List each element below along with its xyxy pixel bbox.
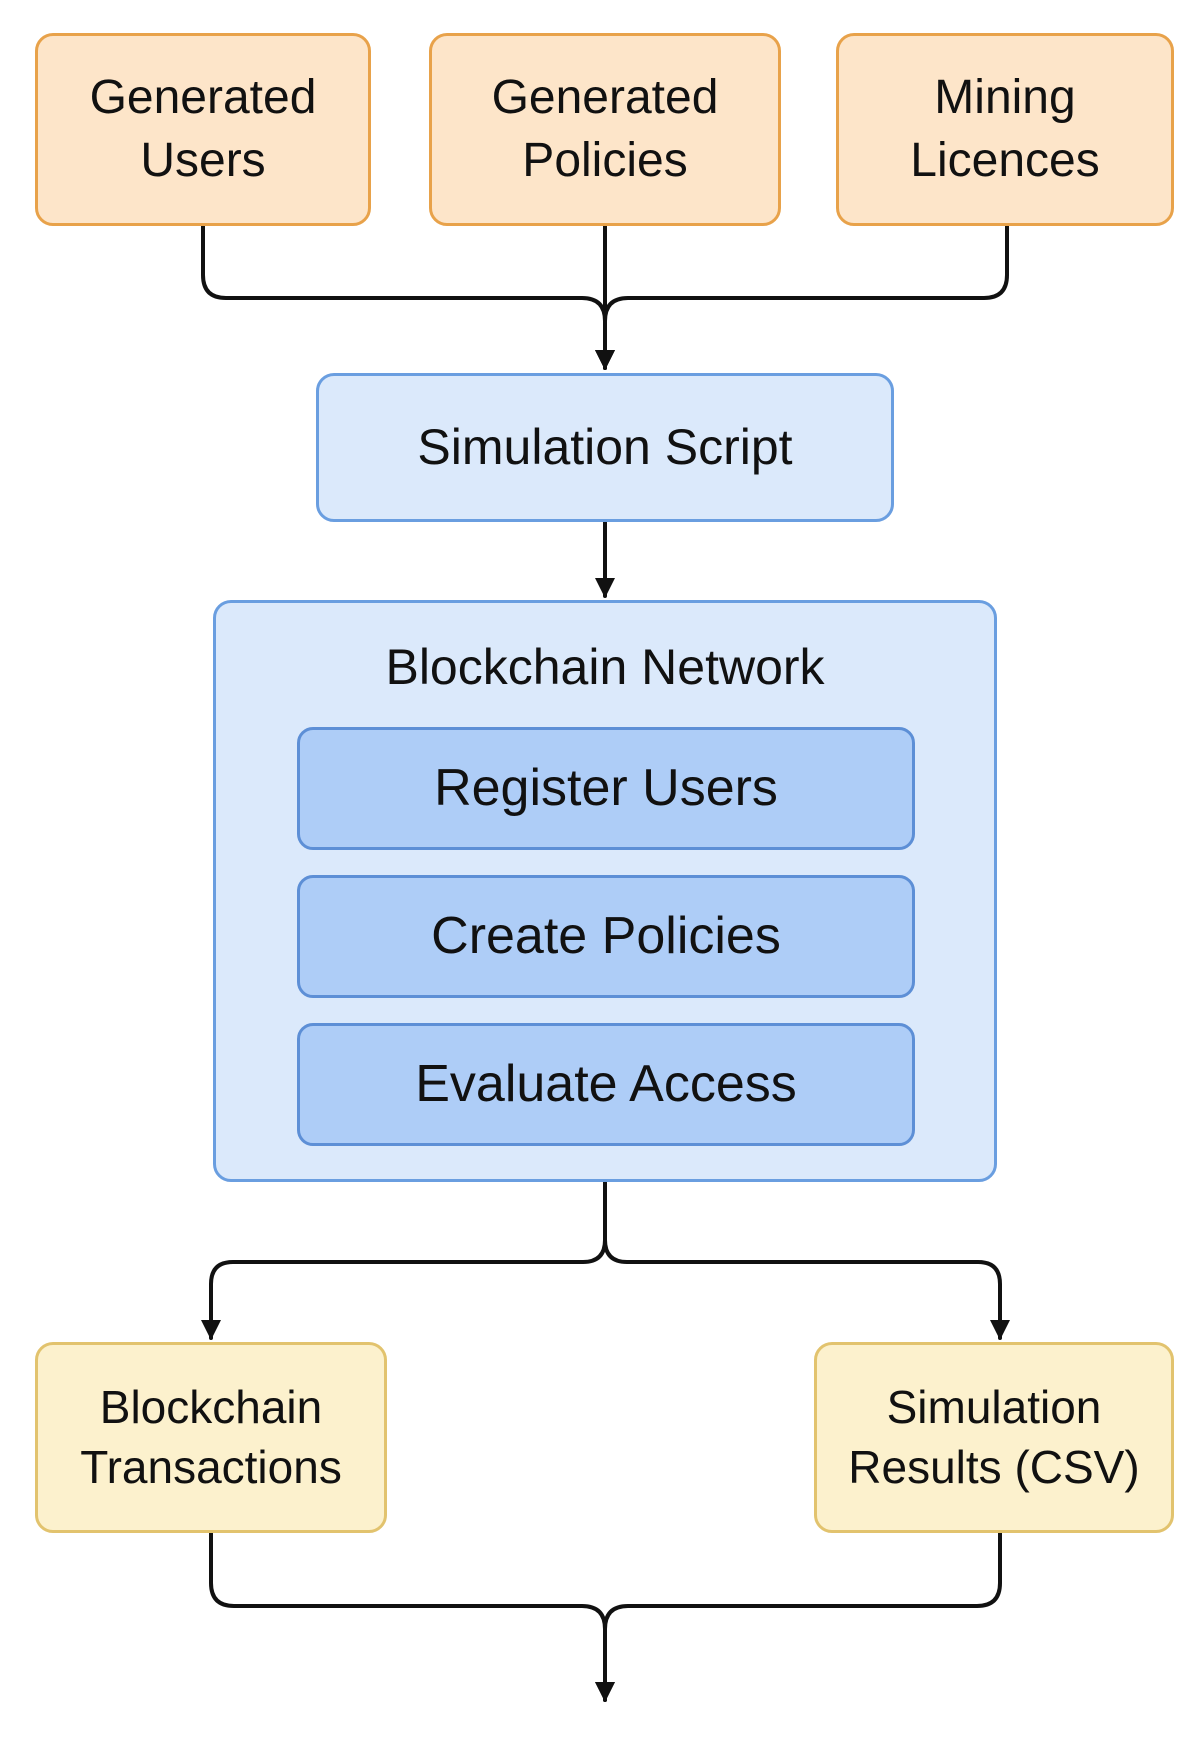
blockchain-transactions-box: Blockchain Transactions: [35, 1342, 387, 1533]
create-policies-step: Create Policies: [297, 875, 915, 998]
blockchain-transactions-line-1: Blockchain: [99, 1380, 323, 1433]
simulation-script-label: Simulation Script: [417, 419, 793, 475]
simulation-results-line-1: Simulation: [886, 1380, 1102, 1433]
register-users-label: Register Users: [434, 758, 778, 817]
generated-users-line-1: Generated: [89, 71, 317, 125]
simulation-results-box: Simulation Results (CSV): [814, 1342, 1174, 1533]
generated-policies-box: Generated Policies: [429, 33, 781, 226]
connector-network-to-results: [603, 1180, 1010, 1340]
mining-licences-box: Mining Licences: [836, 33, 1174, 226]
connector-users-to-script: [201, 224, 615, 370]
connector-licences-to-script: [595, 224, 1009, 370]
connector-network-to-transactions: [201, 1180, 607, 1340]
blockchain-transactions-line-2: Transactions: [80, 1440, 342, 1493]
generated-policies-line-2: Policies: [522, 133, 688, 187]
mining-licences-line-2: Licences: [910, 133, 1100, 187]
register-users-step: Register Users: [297, 727, 915, 850]
connector-transactions-to-end: [209, 1531, 615, 1702]
create-policies-label: Create Policies: [431, 906, 781, 965]
evaluate-access-step: Evaluate Access: [297, 1023, 915, 1146]
simulation-results-line-2: Results (CSV): [848, 1440, 1140, 1493]
generated-users-line-2: Users: [140, 133, 266, 187]
simulation-script-box: Simulation Script: [316, 373, 894, 522]
mining-licences-line-1: Mining: [934, 71, 1076, 125]
generated-users-box: Generated Users: [35, 33, 371, 226]
connector-results-to-end: [595, 1531, 1002, 1702]
generated-policies-line-1: Generated: [491, 71, 719, 125]
evaluate-access-label: Evaluate Access: [415, 1054, 797, 1113]
blockchain-network-title: Blockchain Network: [385, 639, 825, 695]
